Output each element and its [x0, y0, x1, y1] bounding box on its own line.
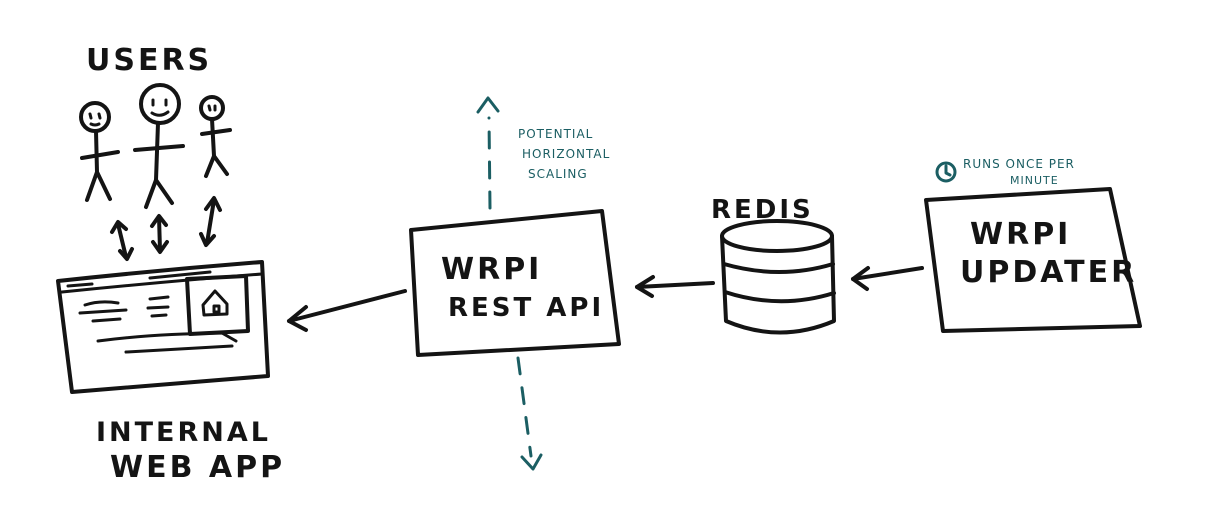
schedule-note-line2: MINUTE	[1010, 174, 1059, 187]
updater-label-line2: UPDATER	[960, 255, 1137, 290]
scaling-note-line3: SCALING	[528, 167, 588, 181]
redis-database-icon	[720, 219, 836, 335]
user-figure-2	[133, 83, 185, 209]
updater-label-line1: WRPI	[970, 217, 1071, 252]
rest-api-label-line1: WRPI	[441, 252, 542, 287]
arrow-redis-to-api	[635, 275, 715, 298]
rest-api-label-line2: REST API	[448, 293, 604, 323]
scaling-arrow-down	[516, 356, 543, 471]
rest-api-box	[409, 209, 621, 357]
arrow-api-to-web-app	[287, 289, 407, 332]
user-figure-3	[199, 95, 232, 178]
web-app-label-line2: WEB APP	[110, 450, 285, 485]
schedule-note-line1: RUNS ONCE PER	[963, 157, 1075, 171]
scaling-note-line2: HORIZONTAL	[522, 147, 610, 161]
web-app-browser-sketch	[56, 260, 270, 394]
users-label: USERS	[86, 43, 212, 78]
user-figure-1	[79, 101, 120, 202]
arrow-updater-to-redis	[851, 266, 924, 291]
scaling-note-line1: POTENTIAL	[518, 127, 593, 141]
updater-box	[924, 187, 1142, 333]
web-app-label-line1: INTERNAL	[96, 417, 271, 448]
clock-icon	[935, 161, 957, 183]
scaling-arrow-up	[476, 96, 500, 210]
user-web-app-arrows	[110, 196, 222, 261]
